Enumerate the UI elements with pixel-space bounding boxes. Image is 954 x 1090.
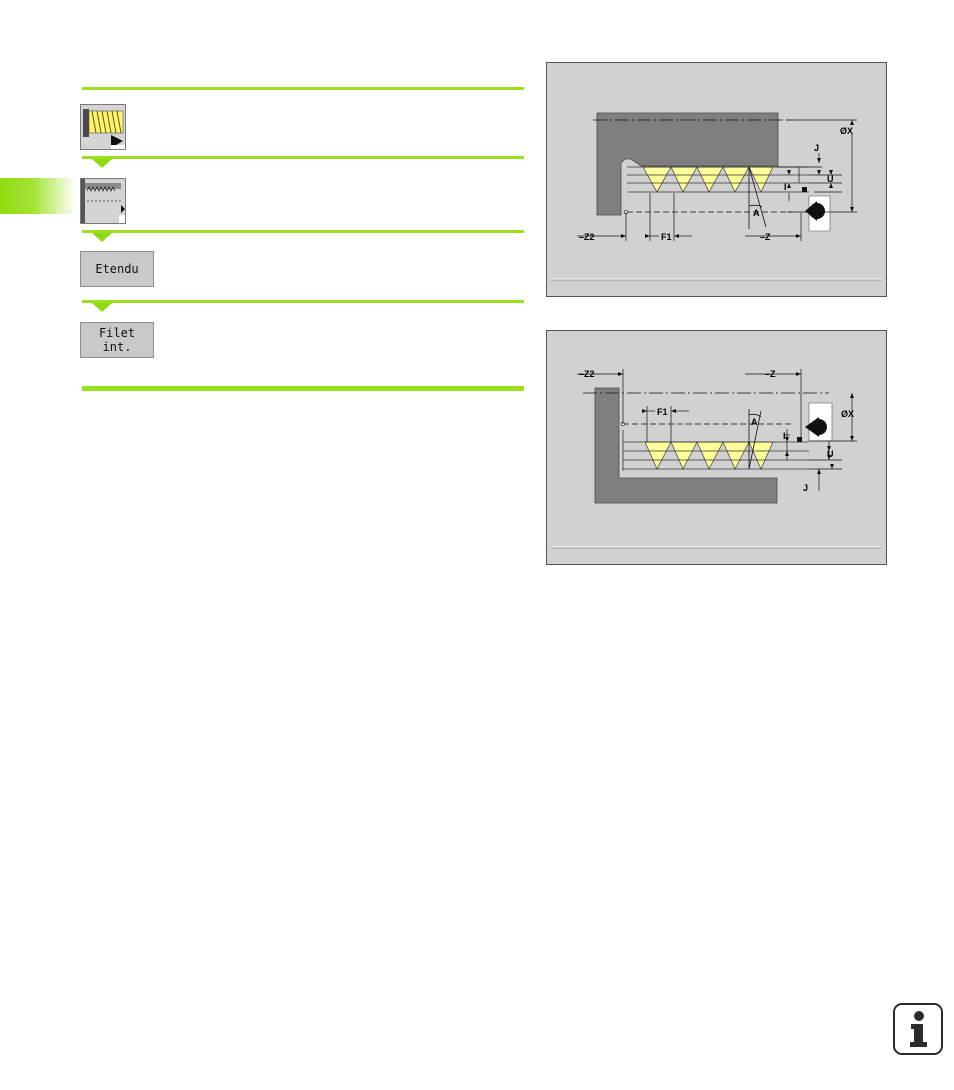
- chapter-tab: [0, 178, 76, 214]
- extended-softkey[interactable]: Etendu: [80, 251, 154, 287]
- info-icon[interactable]: [893, 1003, 943, 1055]
- section-rule-top: [82, 87, 524, 90]
- section-rule-3: [82, 230, 524, 233]
- section-rule-2: [82, 156, 524, 159]
- label-z2: –Z2: [579, 369, 595, 379]
- label-i: I: [784, 182, 787, 192]
- label-a: A: [753, 208, 760, 218]
- label-j: J: [803, 483, 808, 493]
- external-thread-diagram: J ØX I U A –Z2 F1 –Z: [546, 62, 887, 297]
- label-z2: –Z2: [579, 232, 595, 242]
- internal-thread-softkey[interactable]: Filet int.: [80, 322, 154, 358]
- section-rule-bottom: [82, 386, 524, 391]
- label-f1: F1: [657, 407, 668, 417]
- label-z: –Z: [760, 232, 771, 242]
- section-rule-4: [82, 300, 524, 303]
- thread-tool-icon[interactable]: [80, 178, 126, 224]
- flow-arrow: [92, 233, 112, 242]
- flow-arrow: [92, 159, 112, 168]
- internal-thread-diagram: A –Z2 –Z F1: [546, 330, 887, 565]
- label-u: U: [827, 174, 834, 184]
- thread-cycle-icon[interactable]: [80, 104, 126, 150]
- label-z: –Z: [765, 369, 776, 379]
- label-diameter-x: ØX: [841, 409, 854, 419]
- label-j: J: [814, 143, 819, 153]
- label-diameter-x: ØX: [840, 126, 853, 136]
- flow-arrow: [92, 303, 112, 312]
- label-f1: F1: [661, 232, 672, 242]
- label-a: A: [751, 417, 758, 427]
- label-i: I: [783, 431, 786, 441]
- label-u: U: [827, 449, 834, 459]
